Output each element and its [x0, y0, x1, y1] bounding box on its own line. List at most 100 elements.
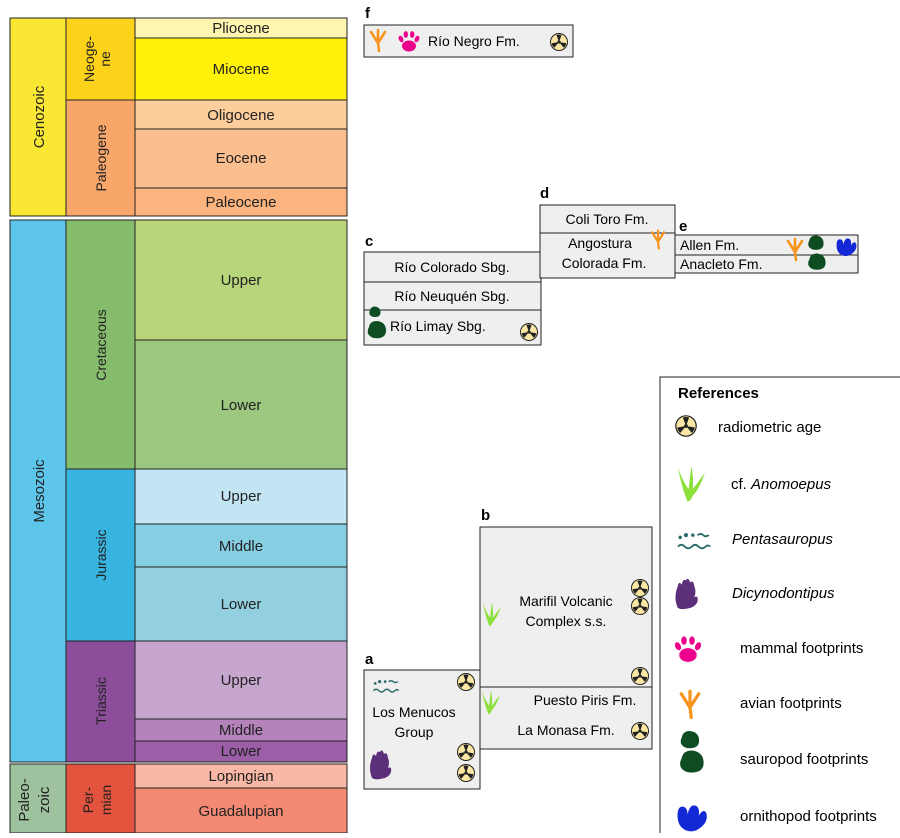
unit-puesto-piris-fm: Puesto Piris Fm.: [534, 692, 637, 708]
era-label-mesozoic: Mesozoic: [31, 459, 48, 523]
epoch-jurassic-middle: [134, 523, 348, 568]
period-label-triassic: Triassic: [93, 677, 109, 725]
legend-title: References: [678, 385, 759, 402]
epoch-guadalupian: [134, 787, 348, 834]
era-paleozoic: [9, 763, 67, 834]
period-cretaceous: [65, 219, 136, 470]
legend-label-mammal: mammal footprints: [740, 640, 863, 657]
section-f-box: [363, 24, 574, 58]
era-label-paleozoic-1: Paleo-: [16, 778, 33, 821]
radiometric-age-icon: [675, 415, 697, 437]
epoch-label-triassic-lower: Lower: [221, 743, 262, 760]
legend-label-dicynodontipus: Dicynodontipus: [732, 585, 835, 602]
period-neogene: [65, 17, 136, 101]
period-label-permian-2: mian: [98, 785, 114, 815]
period-triassic: [65, 640, 136, 763]
legend-label-anomoepus: cf. Anomoepus: [731, 476, 832, 493]
era-cenozoic: [9, 17, 67, 217]
legend-label-ornithopod: ornithopod footprints: [740, 808, 877, 825]
legend-prefix-anomoepus: cf.: [731, 476, 751, 493]
epoch-cretaceous-lower: [134, 339, 348, 470]
unit-la-monasa-fm: La Monasa Fm.: [517, 722, 614, 738]
era-label-paleozoic-2: zoic: [36, 786, 53, 813]
epoch-label-jurassic-lower: Lower: [221, 596, 262, 613]
epoch-label-jurassic-upper: Upper: [221, 488, 262, 505]
era-label-cenozoic: Cenozoic: [31, 85, 48, 148]
radiometric-age-icon: [631, 597, 649, 615]
period-label-paleogene: Paleogene: [93, 124, 109, 191]
unit-angostura: Angostura: [568, 235, 632, 251]
period-label-neogene-2: ne: [97, 51, 113, 67]
section-letter-c: c: [365, 233, 373, 250]
unit-anacleto-fm: Anacleto Fm.: [680, 256, 762, 272]
legend-label-radiometric: radiometric age: [718, 419, 821, 436]
epoch-triassic-upper: [134, 640, 348, 720]
legend-label-avian: avian footprints: [740, 695, 842, 712]
unit-marifil-volcanic: Marifil Volcanic: [519, 593, 612, 609]
legend-species-anomoepus: Anomoepus: [750, 476, 832, 493]
unit-group: Group: [395, 724, 434, 740]
unit-rio-colorado-sbg: Río Colorado Sbg.: [394, 259, 509, 275]
epoch-label-cretaceous-upper: Upper: [221, 272, 262, 289]
epoch-label-jurassic-middle: Middle: [219, 538, 263, 555]
epoch-label-lopingian: Lopingian: [208, 768, 273, 785]
epoch-label-pliocene: Pliocene: [212, 20, 270, 37]
epoch-label-triassic-middle: Middle: [219, 722, 263, 739]
unit-colorada-fm: Colorada Fm.: [562, 255, 647, 271]
epoch-label-oligocene: Oligocene: [207, 107, 275, 124]
period-paleogene: [65, 99, 136, 217]
era-mesozoic: [9, 219, 67, 763]
unit-coli-toro-fm: Coli Toro Fm.: [566, 211, 649, 227]
unit-rio-neuquen-sbg: Río Neuquén Sbg.: [394, 288, 509, 304]
radiometric-age-icon: [631, 667, 649, 685]
epoch-label-paleocene: Paleocene: [206, 194, 277, 211]
section-letter-d: d: [540, 185, 549, 202]
time-scale-column: [9, 17, 348, 834]
unit-allen-fm: Allen Fm.: [680, 237, 739, 253]
section-d-box-1: [539, 204, 676, 234]
section-letter-f: f: [365, 5, 371, 22]
epoch-jurassic-upper: [134, 468, 348, 525]
radiometric-age-icon: [457, 743, 475, 761]
epoch-label-eocene: Eocene: [216, 150, 267, 167]
sauropod-footprint-icon: [680, 731, 700, 749]
section-letter-b: b: [481, 507, 490, 524]
unit-complex-ss: Complex s.s.: [526, 613, 607, 629]
legend-label-sauropod: sauropod footprints: [740, 751, 868, 768]
section-b-box-1: [479, 526, 653, 688]
epoch-miocene: [134, 37, 348, 101]
epoch-cretaceous-upper: [134, 219, 348, 341]
radiometric-age-icon: [550, 33, 568, 51]
sauropod-footprint-icon: [680, 750, 704, 773]
radiometric-age-icon: [457, 673, 475, 691]
section-letter-a: a: [365, 651, 374, 668]
period-label-neogene-1: Neoge-: [81, 36, 97, 82]
epoch-paleocene: [134, 187, 348, 217]
period-label-permian-1: Per-: [80, 786, 96, 813]
section-c-box-3: [363, 309, 542, 346]
legend-label-pentasauropus: Pentasauropus: [732, 531, 833, 548]
unit-los-menucos: Los Menucos: [372, 704, 455, 720]
epoch-label-miocene: Miocene: [213, 61, 270, 78]
radiometric-age-icon: [520, 323, 538, 341]
radiometric-age-icon: [457, 764, 475, 782]
epoch-lopingian: [134, 763, 348, 789]
unit-rio-negro-fm: Río Negro Fm.: [428, 33, 520, 49]
epoch-label-triassic-upper: Upper: [221, 672, 262, 689]
epoch-label-guadalupian: Guadalupian: [198, 803, 283, 820]
epoch-jurassic-lower: [134, 566, 348, 642]
section-c-box-2: [363, 281, 542, 311]
period-label-jurassic: Jurassic: [93, 529, 109, 580]
section-b-box-2: [479, 686, 653, 750]
sauropod-footprint-icon: [367, 321, 387, 339]
epoch-eocene: [134, 128, 348, 189]
radiometric-age-icon: [631, 579, 649, 597]
epoch-label-cretaceous-lower: Lower: [221, 397, 262, 414]
legend: References radiometric age cf. Anomoepus…: [659, 376, 900, 838]
sauropod-footprint-icon: [808, 235, 824, 250]
unit-rio-limay-sbg: Río Limay Sbg.: [390, 318, 486, 334]
sauropod-footprint-icon: [808, 253, 826, 270]
section-d-box-2: [539, 232, 676, 279]
sauropod-footprint-icon: [369, 306, 381, 318]
